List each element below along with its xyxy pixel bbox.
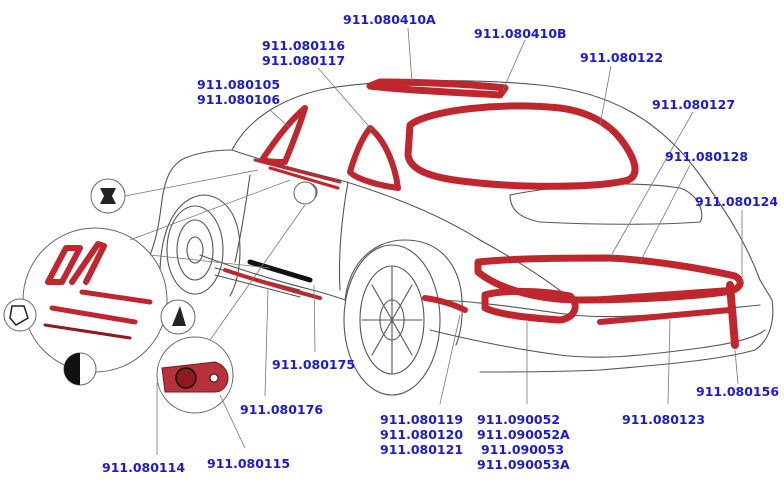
part-number: 911.080156 — [696, 384, 780, 399]
rear-bumper-seal-strip — [587, 287, 733, 325]
part-number: 911.080175 — [272, 357, 356, 372]
part-number: 911.080114 — [102, 460, 186, 475]
part-number: 911.080106 — [197, 92, 281, 107]
label-911-080410b: 911.080410B — [474, 26, 567, 41]
label-911-080119-121: 911.080119 911.080120 911.080121 — [380, 412, 463, 457]
part-number: 911.080410B — [474, 26, 567, 41]
rear-bumper-guard — [726, 281, 739, 349]
rocker-seal — [223, 268, 322, 300]
part-number: 911.080116 — [262, 38, 346, 53]
label-911-080127: 911.080127 — [652, 97, 735, 112]
detail-callouts — [3, 178, 317, 414]
seal-parts — [223, 78, 744, 349]
part-number: 911.080123 — [622, 412, 706, 427]
label-911-080176: 911.080176 — [240, 402, 323, 417]
part-number: 911.080410A — [343, 12, 436, 27]
label-911-080116-117: 911.080116 911.080117 — [262, 38, 345, 68]
part-number: 911.080122 — [580, 50, 664, 65]
rear-bumper-seal-left — [481, 287, 579, 324]
label-911-080114: 911.080114 — [102, 460, 185, 475]
part-number: 911.090053A — [477, 457, 570, 472]
windshield-seal — [404, 102, 639, 190]
car-body-outline — [117, 80, 774, 396]
engine-lid-seal — [474, 254, 744, 304]
part-number: 911.080176 — [240, 402, 324, 417]
label-911-080122: 911.080122 — [580, 50, 663, 65]
label-911-080123: 911.080123 — [622, 412, 705, 427]
part-number: 911.090052 — [477, 412, 561, 427]
part-number: 911.080117 — [262, 53, 346, 68]
part-number: 911.080121 — [380, 442, 464, 457]
part-number: 911.080124 — [695, 194, 779, 209]
part-number: 911.080127 — [652, 97, 736, 112]
label-911-080156: 911.080156 — [696, 384, 779, 399]
part-number: 911.080128 — [665, 149, 749, 164]
label-911-080410a: 911.080410A — [343, 12, 436, 27]
label-911-080124: 911.080124 — [695, 194, 778, 209]
part-number: 911.090052A — [477, 427, 570, 442]
label-911-080115: 911.080115 — [207, 456, 290, 471]
rear-valance-seal — [422, 295, 468, 313]
label-911-090052-053a: 911.090052 911.090052A 911.090053 911.09… — [477, 412, 570, 472]
label-911-080105-106: 911.080105 911.080106 — [197, 77, 280, 107]
quarter-window-seal — [347, 125, 401, 191]
label-911-080175: 911.080175 — [272, 357, 355, 372]
part-number: 911.090053 — [481, 442, 565, 457]
part-number: 911.080119 — [380, 412, 464, 427]
part-number: 911.080105 — [197, 77, 281, 92]
part-number: 911.080115 — [207, 456, 291, 471]
vent-window-seal — [259, 105, 308, 165]
rocker-seal-black — [247, 259, 313, 283]
door-top-seal — [253, 158, 342, 190]
part-number: 911.080120 — [380, 427, 464, 442]
leader-lines — [124, 27, 743, 455]
label-911-080128: 911.080128 — [665, 149, 748, 164]
sunroof-seal — [366, 78, 509, 99]
